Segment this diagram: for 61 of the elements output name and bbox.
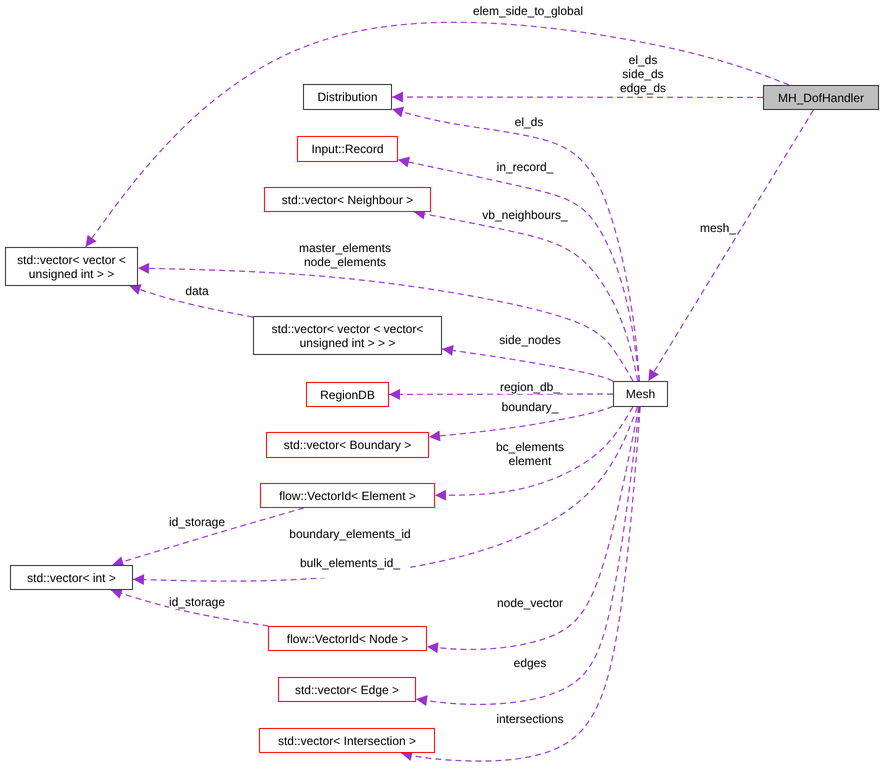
class-box: [306, 382, 389, 407]
dashed-arrow: [138, 262, 634, 382]
class-box: [253, 316, 442, 355]
dashed-arrow: [392, 92, 763, 103]
class-box: [613, 381, 668, 407]
dashed-arrow: [110, 588, 269, 627]
dashed-arrow: [442, 345, 614, 382]
edge-label: edges: [514, 656, 546, 670]
dashed-arrow: [648, 110, 814, 382]
class-name: std::vector< int >: [27, 570, 116, 584]
class-box: [303, 84, 392, 110]
dashed-arrow: [435, 406, 634, 501]
class-box: [264, 187, 431, 212]
class-name: Distribution: [317, 90, 378, 104]
class-box: [10, 565, 133, 590]
dashed-arrow: [129, 284, 254, 318]
dashed-arrow: [85, 22, 790, 248]
dashed-arrow: [392, 106, 640, 382]
class-box: [260, 483, 435, 508]
class-name: Input::Record: [311, 142, 384, 156]
edge-label: el_ds: [514, 115, 544, 129]
dashed-arrow: [428, 406, 614, 442]
edge-label: bc_elements element: [496, 440, 564, 468]
class-name: flow::VectorId< Element >: [279, 488, 416, 502]
edge-label: side_nodes: [499, 333, 561, 347]
dashed-arrow: [426, 406, 640, 654]
edge-label: vb_neighbours_: [482, 208, 568, 222]
edge-label: data: [185, 284, 209, 298]
edge-label: mesh_: [700, 221, 736, 235]
edge-label: id_storage: [168, 595, 226, 609]
edge-label: elem_side_to_global: [472, 4, 584, 18]
dashed-arrow: [112, 507, 304, 568]
class-name: std::vector< Neighbour >: [282, 192, 414, 206]
class-name: RegionDB: [320, 388, 375, 402]
edge-label: master_elements node_elements: [298, 241, 392, 269]
class-box: [266, 432, 429, 458]
class-name: std::vector< vector < vector< unsigned int > > >: [270, 322, 424, 350]
edge-label: in_record_: [496, 160, 554, 174]
class-box: [763, 85, 879, 110]
class-box: [259, 728, 435, 753]
edge-label: id_storage: [168, 515, 226, 529]
class-name: std::vector< Intersection >: [278, 734, 416, 748]
edge-label: node_vector: [496, 596, 564, 610]
dashed-arrow: [400, 406, 641, 762]
class-name: std::vector< Boundary >: [284, 438, 412, 452]
edge-label: region_db_: [500, 380, 560, 394]
class-name: std::vector< Edge >: [294, 682, 400, 696]
edge-label: el_ds side_ds edge_ds: [620, 53, 666, 95]
class-box: [278, 677, 416, 702]
dashed-arrow: [389, 388, 613, 400]
dashed-arrow: [398, 156, 640, 382]
class-box: [5, 247, 138, 286]
class-name: MH_DofHandler: [778, 90, 864, 104]
class-name: std::vector< vector < unsigned int > >: [16, 252, 127, 280]
edge-label: intersections: [496, 712, 564, 726]
class-box: [297, 136, 398, 162]
class-box: [268, 626, 427, 651]
dashed-arrow: [416, 406, 640, 706]
edge-label: boundary_: [502, 400, 558, 414]
class-name: Mesh: [626, 387, 656, 401]
class-name: flow::VectorId< Node >: [286, 632, 408, 646]
